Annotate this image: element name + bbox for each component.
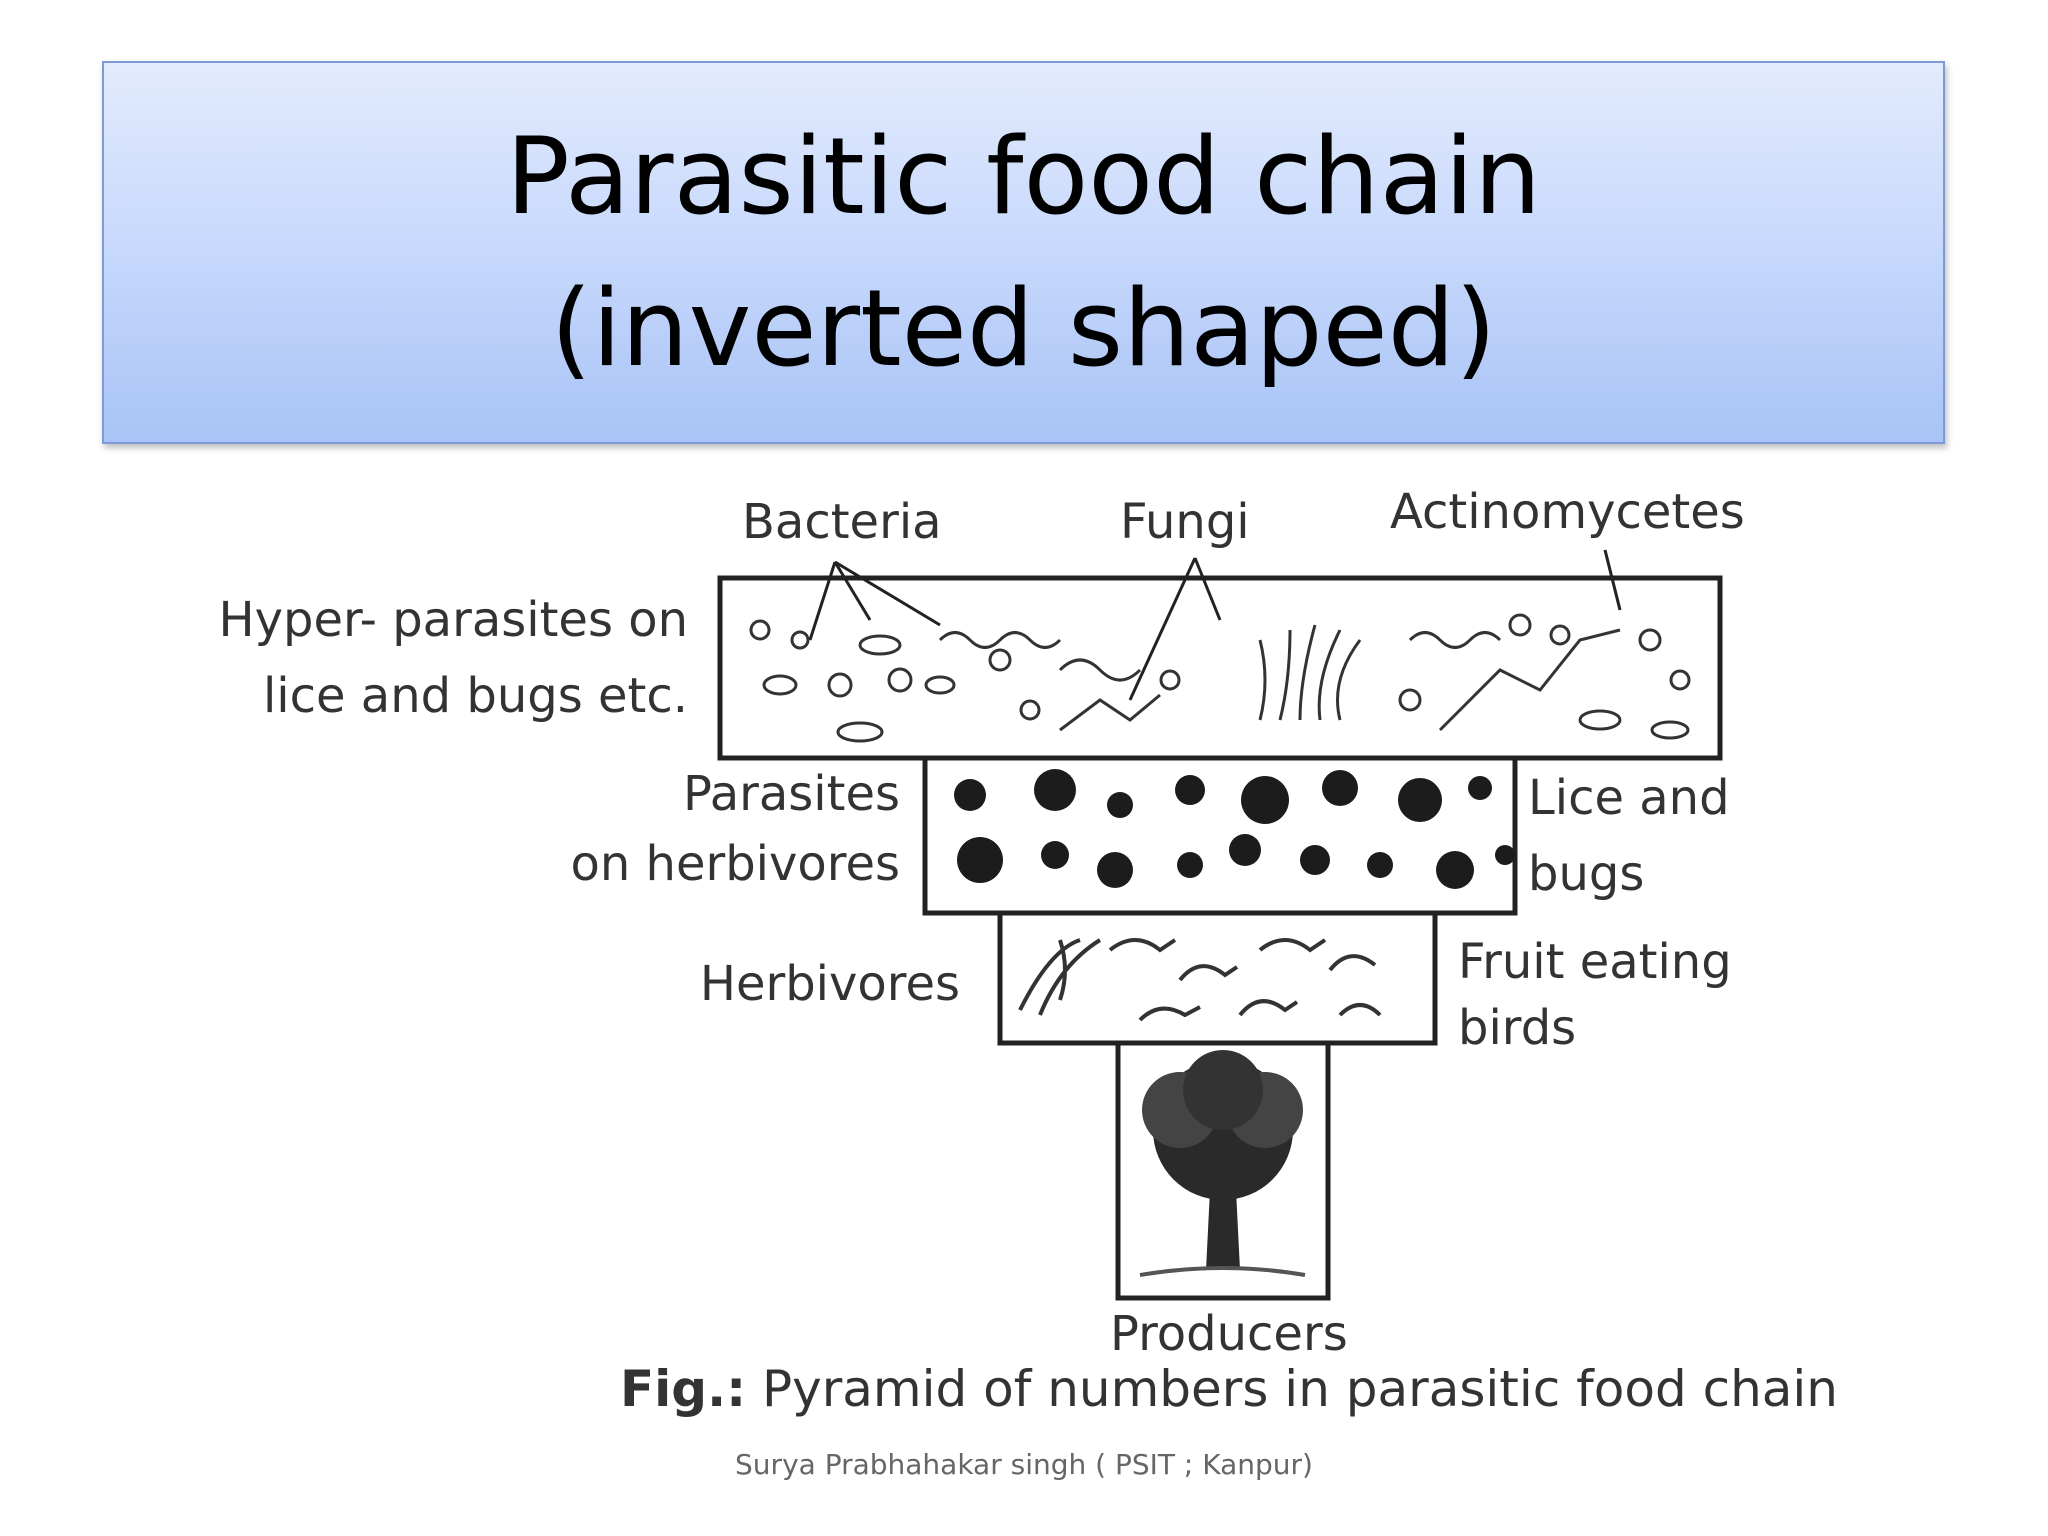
caption-text: Pyramid of numbers in parasitic food cha…: [746, 1360, 1838, 1418]
label-parasites-2: on herbivores: [570, 836, 900, 892]
label-hyper-parasites-1: Hyper- parasites on: [218, 592, 688, 648]
label-pointers: [808, 549, 1622, 701]
label-fungi: Fungi: [1120, 494, 1250, 550]
microbe-icons: [749, 613, 1691, 743]
label-birds-2: birds: [1458, 1000, 1577, 1056]
caption-prefix: Fig.:: [620, 1360, 747, 1418]
label-producers: Producers: [1110, 1306, 1348, 1362]
label-birds-1: Fruit eating: [1458, 934, 1732, 990]
label-herbivores: Herbivores: [699, 956, 960, 1012]
pyramid-drawing: [717, 549, 1723, 1301]
tree-icon: [1139, 1050, 1306, 1277]
bird-icons: [1018, 938, 1382, 1022]
label-actinomycetes: Actinomycetes: [1390, 484, 1745, 540]
parasite-icons: [954, 769, 1515, 889]
title-box: Parasitic food chain (inverted shaped): [102, 61, 1945, 444]
label-lice-2: bugs: [1528, 846, 1645, 902]
slide-footer: Surya Prabhahakar singh ( PSIT ; Kanpur): [735, 1448, 1313, 1481]
slide-title-line2: (inverted shaped): [550, 266, 1497, 390]
label-hyper-parasites-2: lice and bugs etc.: [262, 668, 688, 724]
slide-title-line1: Parasitic food chain: [505, 114, 1542, 238]
pyramid-figure: Bacteria Fungi Actinomycetes Hyper- para…: [180, 470, 1838, 1430]
label-bacteria: Bacteria: [742, 494, 942, 550]
tier-hyper-parasites: [717, 575, 1723, 761]
figure-caption: Fig.: Pyramid of numbers in parasitic fo…: [620, 1360, 1838, 1418]
label-parasites-1: Parasites: [682, 766, 900, 822]
label-lice-1: Lice and: [1528, 770, 1730, 826]
